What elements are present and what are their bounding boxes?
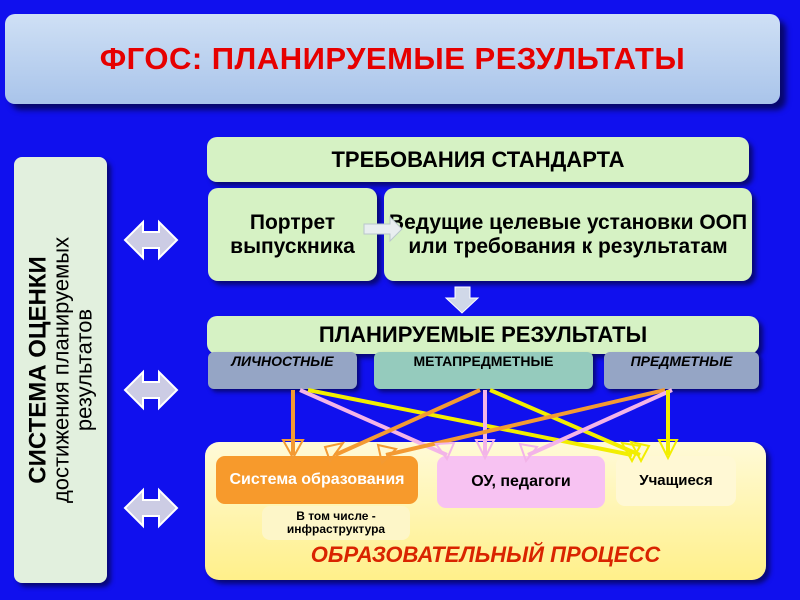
double-arrow-icon bbox=[123, 487, 179, 529]
subject-results-label: ПРЕДМЕТНЫЕ bbox=[630, 353, 733, 369]
infrastructure-box: В том числе - инфраструктура bbox=[262, 506, 410, 540]
arrows-from-metasubject bbox=[334, 388, 641, 457]
graduate-portrait-box: Портрет выпускника bbox=[208, 188, 377, 281]
double-arrow-icon bbox=[123, 369, 179, 411]
standard-requirements-box: ТРЕБОВАНИЯ СТАНДАРТА bbox=[207, 137, 749, 182]
planned-results-box: ПЛАНИРУЕМЫЕ РЕЗУЛЬТАТЫ bbox=[207, 316, 759, 354]
personal-results-label: ЛИЧНОСТНЫЕ bbox=[231, 353, 334, 369]
education-system-box: Система образования bbox=[216, 456, 418, 504]
page-title: ФГОС: ПЛАНИРУЕМЫЕ РЕЗУЛЬТАТЫ bbox=[99, 41, 686, 76]
program-goals-box: Ведущие целевые установки ООП или требов… bbox=[384, 188, 752, 281]
title-banner: ФГОС: ПЛАНИРУЕМЫЕ РЕЗУЛЬТАТЫ bbox=[5, 14, 780, 104]
subject-results-box: ПРЕДМЕТНЫЕ bbox=[604, 352, 759, 389]
arrowheads bbox=[281, 439, 679, 465]
assessment-system-panel: СИСТЕМА ОЦЕНКИ достижения планируемых ре… bbox=[14, 157, 107, 583]
metasubject-results-box: МЕТАПРЕДМЕТНЫЕ bbox=[374, 352, 593, 389]
students-box: Учащиеся bbox=[616, 456, 736, 506]
personal-results-box: ЛИЧНОСТНЫЕ bbox=[208, 352, 357, 389]
down-arrow-icon bbox=[444, 286, 480, 314]
right-arrow-icon bbox=[363, 215, 403, 243]
educational-process-label: ОБРАЗОВАТЕЛЬНЫЙ ПРОЦЕСС bbox=[310, 542, 661, 567]
double-arrow-icon bbox=[123, 219, 179, 261]
arrows-from-subject bbox=[385, 388, 673, 457]
metasubject-results-label: МЕТАПРЕДМЕТНЫЕ bbox=[413, 353, 554, 369]
arrows-from-personal bbox=[291, 388, 633, 457]
school-teachers-box: ОУ, педагоги bbox=[437, 456, 605, 508]
